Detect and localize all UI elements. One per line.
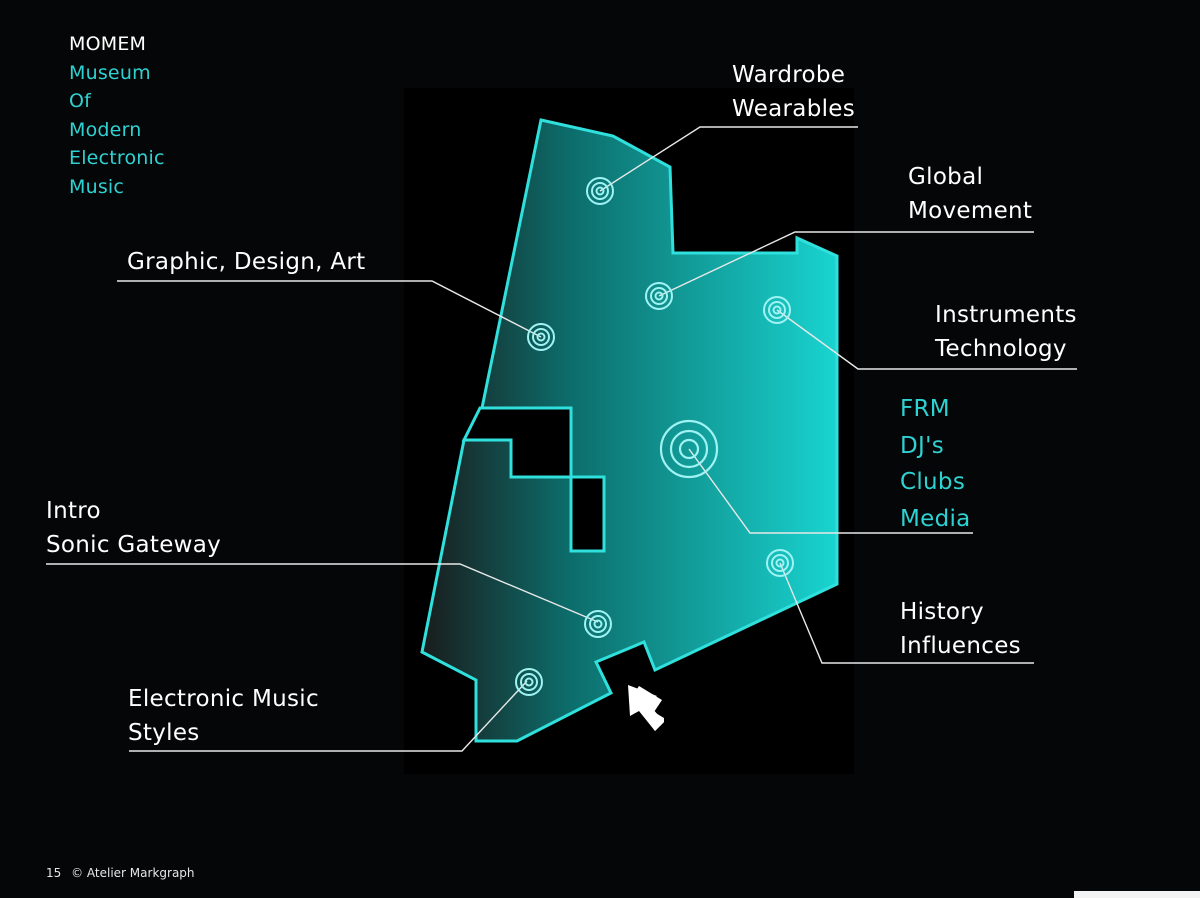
page-number: 15 (46, 866, 62, 880)
zone-label-styles: Electronic Music Styles (128, 682, 319, 750)
zone-label-intro: Intro Sonic Gateway (46, 494, 221, 562)
zone-label-line: History (900, 599, 984, 625)
zone-label-line: DJ's (900, 432, 944, 459)
zone-label-line: Electronic Music (128, 686, 319, 712)
zone-label-instruments: Instruments Technology (935, 298, 1077, 366)
leader-line-instruments (776, 309, 1077, 370)
page-footer: 15 © Atelier Markgraph (46, 866, 201, 880)
leader-line-intro (46, 563, 599, 623)
leader-lines (46, 126, 1077, 752)
zone-label-line: FRM (900, 396, 950, 422)
logo-line: Modern (69, 118, 142, 141)
zone-label-line: Influences (900, 633, 1021, 659)
zone-label-line: Styles (128, 720, 200, 746)
zone-label-line: Wearables (732, 96, 856, 122)
target-marker-icon (584, 610, 612, 638)
logo-line: Museum (69, 61, 151, 84)
logo-line: Music (69, 175, 125, 198)
leader-line-frm (688, 448, 973, 534)
target-marker-icon (586, 177, 614, 205)
zone-label-line: Graphic, Design, Art (127, 249, 366, 275)
corner-note-strip (1074, 891, 1200, 898)
logo-line: Electronic (69, 147, 165, 170)
copyright: © Atelier Markgraph (71, 866, 195, 880)
zone-label-line: Sonic Gateway (46, 532, 222, 558)
floor-plan-cutout-notch (461, 406, 606, 553)
target-marker-icon (645, 282, 673, 310)
target-marker-icon (763, 296, 791, 324)
target-marker-icon (527, 323, 555, 351)
zone-label-history: History Influences (900, 595, 1021, 663)
zone-label-line: Intro (46, 498, 101, 524)
zone-label-line: Clubs (900, 469, 966, 495)
zone-label-global: Global Movement (908, 160, 1032, 228)
zone-label-line: Global (908, 164, 984, 190)
leader-line-wardrobe (599, 126, 858, 192)
target-marker-icon (766, 549, 794, 577)
zone-label-line: Movement (908, 198, 1033, 224)
zone-label-wardrobe: Wardrobe Wearables (732, 58, 855, 126)
logo-brand: MOMEM (69, 33, 147, 55)
zone-label-graphic: Graphic, Design, Art (127, 245, 365, 279)
target-marker-icon (659, 419, 719, 479)
entrance-arrow-icon (628, 685, 664, 731)
zone-label-line: Instruments (935, 302, 1077, 328)
zone-markers (515, 177, 794, 696)
target-marker-icon (515, 668, 543, 696)
leader-line-history (779, 562, 1034, 664)
leader-line-global (658, 231, 1034, 297)
zone-label-line: Wardrobe (732, 62, 846, 88)
zone-label-frm: FRM DJ's Clubs Media (900, 391, 971, 537)
zone-label-line: Technology (935, 336, 1067, 362)
museum-logo: MOMEM Museum Of Modern Electronic Music (69, 30, 165, 202)
zone-label-line: Media (900, 505, 971, 532)
logo-line: Of (69, 90, 92, 113)
leader-line-styles (129, 680, 528, 752)
leader-line-graphic (117, 280, 542, 338)
